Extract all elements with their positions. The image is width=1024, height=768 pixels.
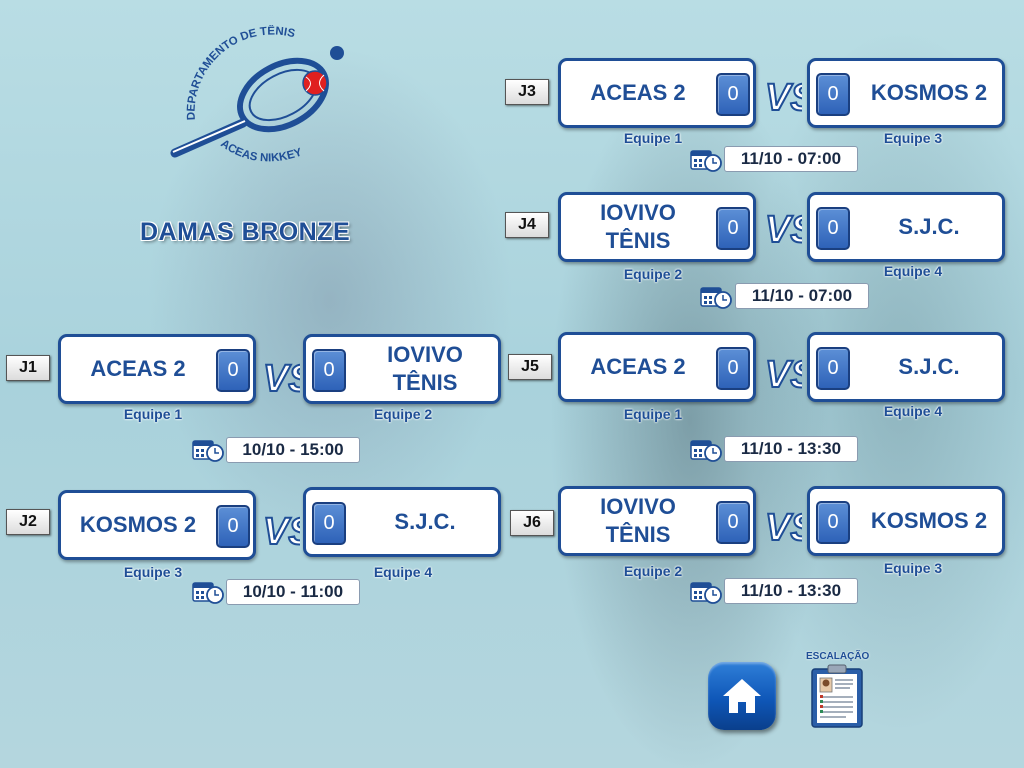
svg-text:VS: VS <box>765 354 802 396</box>
score-box[interactable]: 0 <box>216 505 250 548</box>
team-name: KOSMOS 2 <box>870 508 988 533</box>
vs-icon: VS <box>764 76 802 120</box>
team-name: ACEAS 2 <box>90 356 186 381</box>
team-label: Equipe 2 <box>623 563 683 579</box>
category-title: DAMAS BRONZE <box>140 218 351 246</box>
score-box[interactable]: 0 <box>312 502 346 545</box>
team-name: IOVIVO TÊNIS <box>387 342 463 395</box>
team-name: S.J.C. <box>898 354 960 379</box>
score-box[interactable]: 0 <box>716 501 750 544</box>
match-j1-team2[interactable]: 0 IOVIVO TÊNIS <box>303 334 501 404</box>
match-j1-team1[interactable]: ACEAS 2 0 <box>58 334 256 404</box>
match-label-j6: J6 <box>510 510 554 536</box>
team-name: ACEAS 2 <box>590 354 686 379</box>
team-name: S.J.C. <box>394 509 456 534</box>
home-button[interactable] <box>708 662 776 730</box>
team-label: Equipe 3 <box>883 560 943 576</box>
score-box[interactable]: 0 <box>312 349 346 392</box>
team-name: KOSMOS 2 <box>79 512 197 537</box>
team-name: ACEAS 2 <box>590 80 686 105</box>
svg-text:VS: VS <box>263 511 300 553</box>
logo-text-bottom: ACEAS NIKKEY <box>218 138 304 165</box>
match-datetime: 11/10 - 13:30 <box>724 436 858 462</box>
match-j5-team2[interactable]: 0 S.J.C. <box>807 332 1005 402</box>
match-j5-team1[interactable]: ACEAS 2 0 <box>558 332 756 402</box>
team-label: Equipe 1 <box>623 130 683 146</box>
match-j3-team2[interactable]: 0 KOSMOS 2 <box>807 58 1005 128</box>
team-label: Equipe 4 <box>883 403 943 419</box>
match-datetime: 11/10 - 13:30 <box>724 578 858 604</box>
vs-icon: VS <box>764 208 802 252</box>
team-name: KOSMOS 2 <box>870 80 988 105</box>
team-label: Equipe 1 <box>623 406 683 422</box>
match-j2-team1[interactable]: KOSMOS 2 0 <box>58 490 256 560</box>
team-label: Equipe 3 <box>123 564 183 580</box>
clipboard-icon[interactable] <box>810 664 864 728</box>
match-j6-team2[interactable]: 0 KOSMOS 2 <box>807 486 1005 556</box>
vs-icon: VS <box>262 510 300 554</box>
team-label: Equipe 3 <box>883 130 943 146</box>
match-datetime: 10/10 - 11:00 <box>226 579 360 605</box>
svg-text:VS: VS <box>765 507 802 549</box>
match-j4-team2[interactable]: 0 S.J.C. <box>807 192 1005 262</box>
team-label: Equipe 2 <box>373 406 433 422</box>
match-label-j2: J2 <box>6 509 50 535</box>
calendar-clock-icon <box>192 582 224 604</box>
score-box[interactable]: 0 <box>816 501 850 544</box>
match-j6-team1[interactable]: IOVIVO TÊNIS 0 <box>558 486 756 556</box>
svg-text:ACEAS NIKKEY: ACEAS NIKKEY <box>218 138 304 165</box>
team-label: Equipe 2 <box>623 266 683 282</box>
team-name: S.J.C. <box>898 214 960 239</box>
team-label: Equipe 1 <box>123 406 183 422</box>
score-box[interactable]: 0 <box>716 207 750 250</box>
vs-icon: VS <box>764 506 802 550</box>
svg-text:VS: VS <box>765 77 802 119</box>
vs-icon: VS <box>262 357 300 401</box>
svg-text:VS: VS <box>765 209 802 251</box>
match-label-j1: J1 <box>6 355 50 381</box>
calendar-clock-icon <box>192 440 224 462</box>
score-box[interactable]: 0 <box>716 347 750 390</box>
match-datetime: 11/10 - 07:00 <box>735 283 869 309</box>
score-box[interactable]: 0 <box>216 349 250 392</box>
calendar-clock-icon <box>690 440 722 462</box>
score-box[interactable]: 0 <box>716 73 750 116</box>
calendar-clock-icon <box>690 150 722 172</box>
team-label: Equipe 4 <box>883 263 943 279</box>
team-name: IOVIVO TÊNIS <box>600 200 676 253</box>
match-datetime: 11/10 - 07:00 <box>724 146 858 172</box>
match-label-j4: J4 <box>505 212 549 238</box>
calendar-clock-icon <box>700 287 732 309</box>
match-j2-team2[interactable]: 0 S.J.C. <box>303 487 501 557</box>
team-label: Equipe 4 <box>373 564 433 580</box>
match-datetime: 10/10 - 15:00 <box>226 437 360 463</box>
calendar-clock-icon <box>690 582 722 604</box>
score-box[interactable]: 0 <box>816 73 850 116</box>
match-label-j5: J5 <box>508 354 552 380</box>
team-name: IOVIVO TÊNIS <box>600 494 676 547</box>
match-label-j3: J3 <box>505 79 549 105</box>
svg-text:VS: VS <box>263 358 300 400</box>
match-j3-team1[interactable]: ACEAS 2 0 <box>558 58 756 128</box>
aceas-nikkey-logo: DEPARTAMENTO DE TÊNIS ACEAS NIKKEY <box>170 25 344 165</box>
score-box[interactable]: 0 <box>816 207 850 250</box>
home-icon <box>723 679 761 713</box>
lineup-label: ESCALAÇÃO <box>806 651 870 662</box>
match-j4-team1[interactable]: IOVIVO TÊNIS 0 <box>558 192 756 262</box>
score-box[interactable]: 0 <box>816 347 850 390</box>
vs-icon: VS <box>764 353 802 397</box>
